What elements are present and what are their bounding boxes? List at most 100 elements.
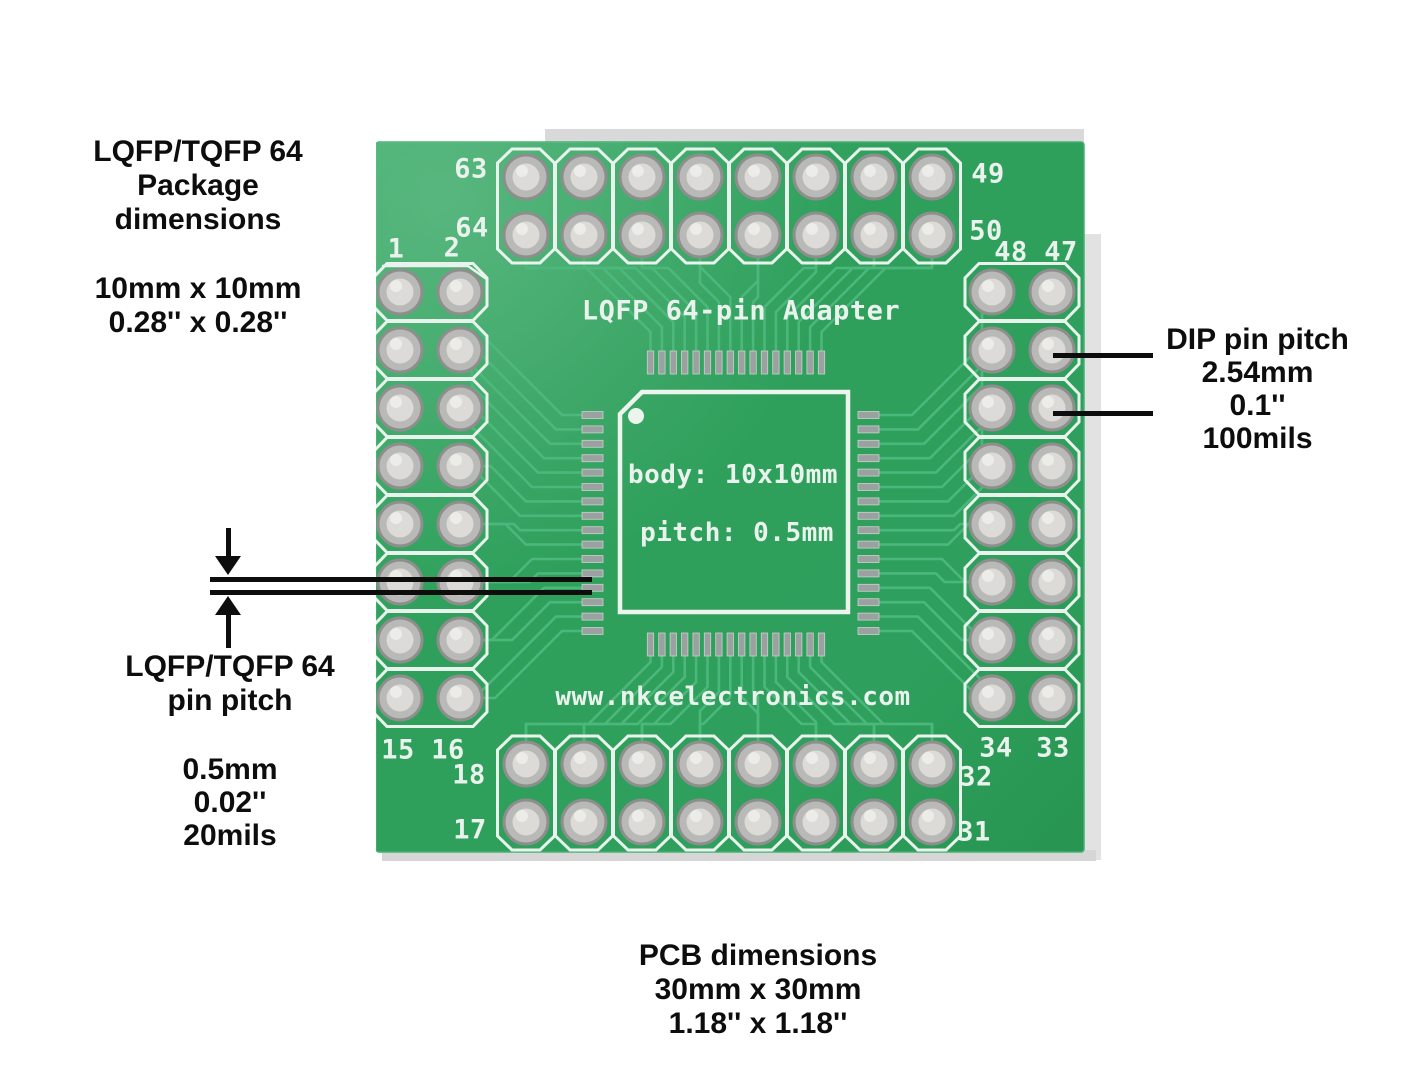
smd-pad: [760, 632, 769, 657]
smd-pad: [817, 632, 826, 657]
smd-pad: [581, 497, 604, 506]
pin-label-49: 49: [971, 158, 1005, 190]
pin-label-16: 16: [431, 734, 465, 766]
smd-pad: [681, 632, 689, 657]
pin-label-64: 64: [455, 212, 489, 244]
text-line: 1.18'' x 1.18'': [668, 1007, 848, 1040]
text-line: 100mils: [1202, 422, 1313, 455]
lqfp-pin-pitch-label: LQFP/TQFP 64 pin pitch: [90, 650, 370, 718]
lqfp-pitch-callout-line-bottom: [210, 590, 592, 595]
smd-pad: [857, 569, 880, 578]
text-line: DIP pin pitch: [1166, 323, 1349, 356]
smd-pad: [760, 350, 769, 375]
smd-pad: [581, 483, 604, 491]
smd-pad: [857, 583, 880, 592]
pin-label-32: 32: [959, 761, 993, 793]
pin-label-33: 33: [1036, 732, 1070, 764]
smd-pad: [857, 598, 880, 607]
silkscreen-leader-line: [382, 264, 489, 282]
down-arrow-icon: [215, 556, 241, 575]
pin1-marker-dot: [628, 408, 644, 424]
smd-pad: [738, 632, 746, 657]
smd-pad: [857, 454, 880, 463]
text-line: 10mm x 10mm: [94, 272, 302, 305]
smd-pad: [692, 632, 700, 657]
lqfp-footprint-outline: [617, 389, 851, 615]
smd-pad: [581, 468, 604, 477]
smd-pad: [715, 350, 723, 375]
dip-pitch-callout-line-top: [1053, 353, 1153, 358]
silkscreen-title: LQFP 64-pin Adapter: [581, 295, 901, 327]
smd-pad: [715, 632, 723, 657]
smd-pad: [738, 350, 746, 375]
photo-backdrop-right: [1084, 234, 1101, 860]
smd-pads: [581, 350, 880, 657]
smd-pad: [857, 439, 880, 448]
smd-pad: [857, 627, 880, 635]
pin-label-1: 1: [387, 233, 405, 265]
smd-pad: [581, 439, 604, 448]
text-line: 0.1'': [1229, 389, 1286, 422]
smd-pad: [857, 612, 880, 621]
down-arrow-stem: [226, 528, 231, 558]
text-line: pin pitch: [167, 684, 293, 717]
smd-pad: [857, 483, 880, 491]
up-arrow-stem: [226, 614, 231, 648]
smd-pad: [669, 632, 677, 657]
smd-pad: [857, 526, 880, 535]
smd-pad: [681, 350, 689, 375]
silkscreen-body-text: body: 10x10mm: [628, 460, 838, 490]
smd-pad: [581, 511, 604, 520]
pin-label-17: 17: [453, 814, 487, 846]
pin-label-47: 47: [1044, 236, 1078, 268]
pin-label-18: 18: [452, 759, 486, 791]
smd-pad: [795, 632, 803, 657]
smd-pad: [857, 468, 880, 477]
text-line: 0.28'' x 0.28'': [108, 306, 288, 339]
silkscreen-url-text: www.nkcelectronics.com: [555, 682, 911, 712]
pin-label-50: 50: [969, 215, 1003, 247]
smd-pad: [692, 350, 700, 375]
text-line: 0.5mm: [182, 753, 278, 786]
smd-pad: [795, 350, 803, 375]
pcb-substrate-sheen: [376, 142, 1084, 852]
smd-pad: [581, 540, 604, 549]
smd-pad: [646, 632, 655, 657]
lqfp-pin-pitch-values: 0.5mm 0.02'' 20mils: [90, 753, 370, 852]
smd-pad: [772, 632, 780, 657]
smd-pad: [817, 350, 826, 375]
package-dimensions-values: 10mm x 10mm 0.28'' x 0.28'': [58, 272, 338, 340]
smd-pad: [857, 425, 880, 434]
smd-pad: [581, 569, 604, 578]
smd-pad: [857, 511, 880, 520]
smd-pad: [749, 632, 757, 657]
photo-backdrop-top: [545, 129, 1084, 143]
pcb-board-photo: [376, 129, 1101, 861]
pin-label-15: 15: [381, 734, 415, 766]
smd-pad: [581, 411, 604, 419]
smd-pad: [749, 350, 757, 375]
dip-pin-pitch-label: DIP pin pitch 2.54mm 0.1'' 100mils: [1150, 323, 1365, 455]
smd-pad: [726, 632, 734, 657]
pin-label-2: 2: [443, 232, 461, 264]
pin-label-63: 63: [454, 153, 488, 185]
text-line: 2.54mm: [1201, 356, 1314, 389]
pcb-dimensions-label: PCB dimensions 30mm x 30mm 1.18'' x 1.18…: [608, 939, 908, 1041]
dip-pitch-callout-line-bottom: [1053, 411, 1153, 416]
text-line: LQFP/TQFP 64: [93, 135, 303, 168]
text-line: Package: [137, 169, 259, 202]
smd-pad: [857, 411, 880, 419]
smd-pad: [857, 497, 880, 506]
text-line: 0.02'': [193, 786, 267, 819]
up-arrow-icon: [215, 596, 241, 615]
smd-pad: [772, 350, 780, 375]
text-line: 30mm x 30mm: [654, 973, 862, 1006]
smd-pad: [581, 598, 604, 607]
smd-pad: [581, 454, 604, 463]
lqfp-pitch-callout-line-top: [210, 577, 592, 582]
smd-pad: [581, 627, 604, 635]
smd-pad: [726, 350, 734, 375]
smd-pad: [857, 555, 880, 563]
text-line: dimensions: [114, 203, 282, 236]
